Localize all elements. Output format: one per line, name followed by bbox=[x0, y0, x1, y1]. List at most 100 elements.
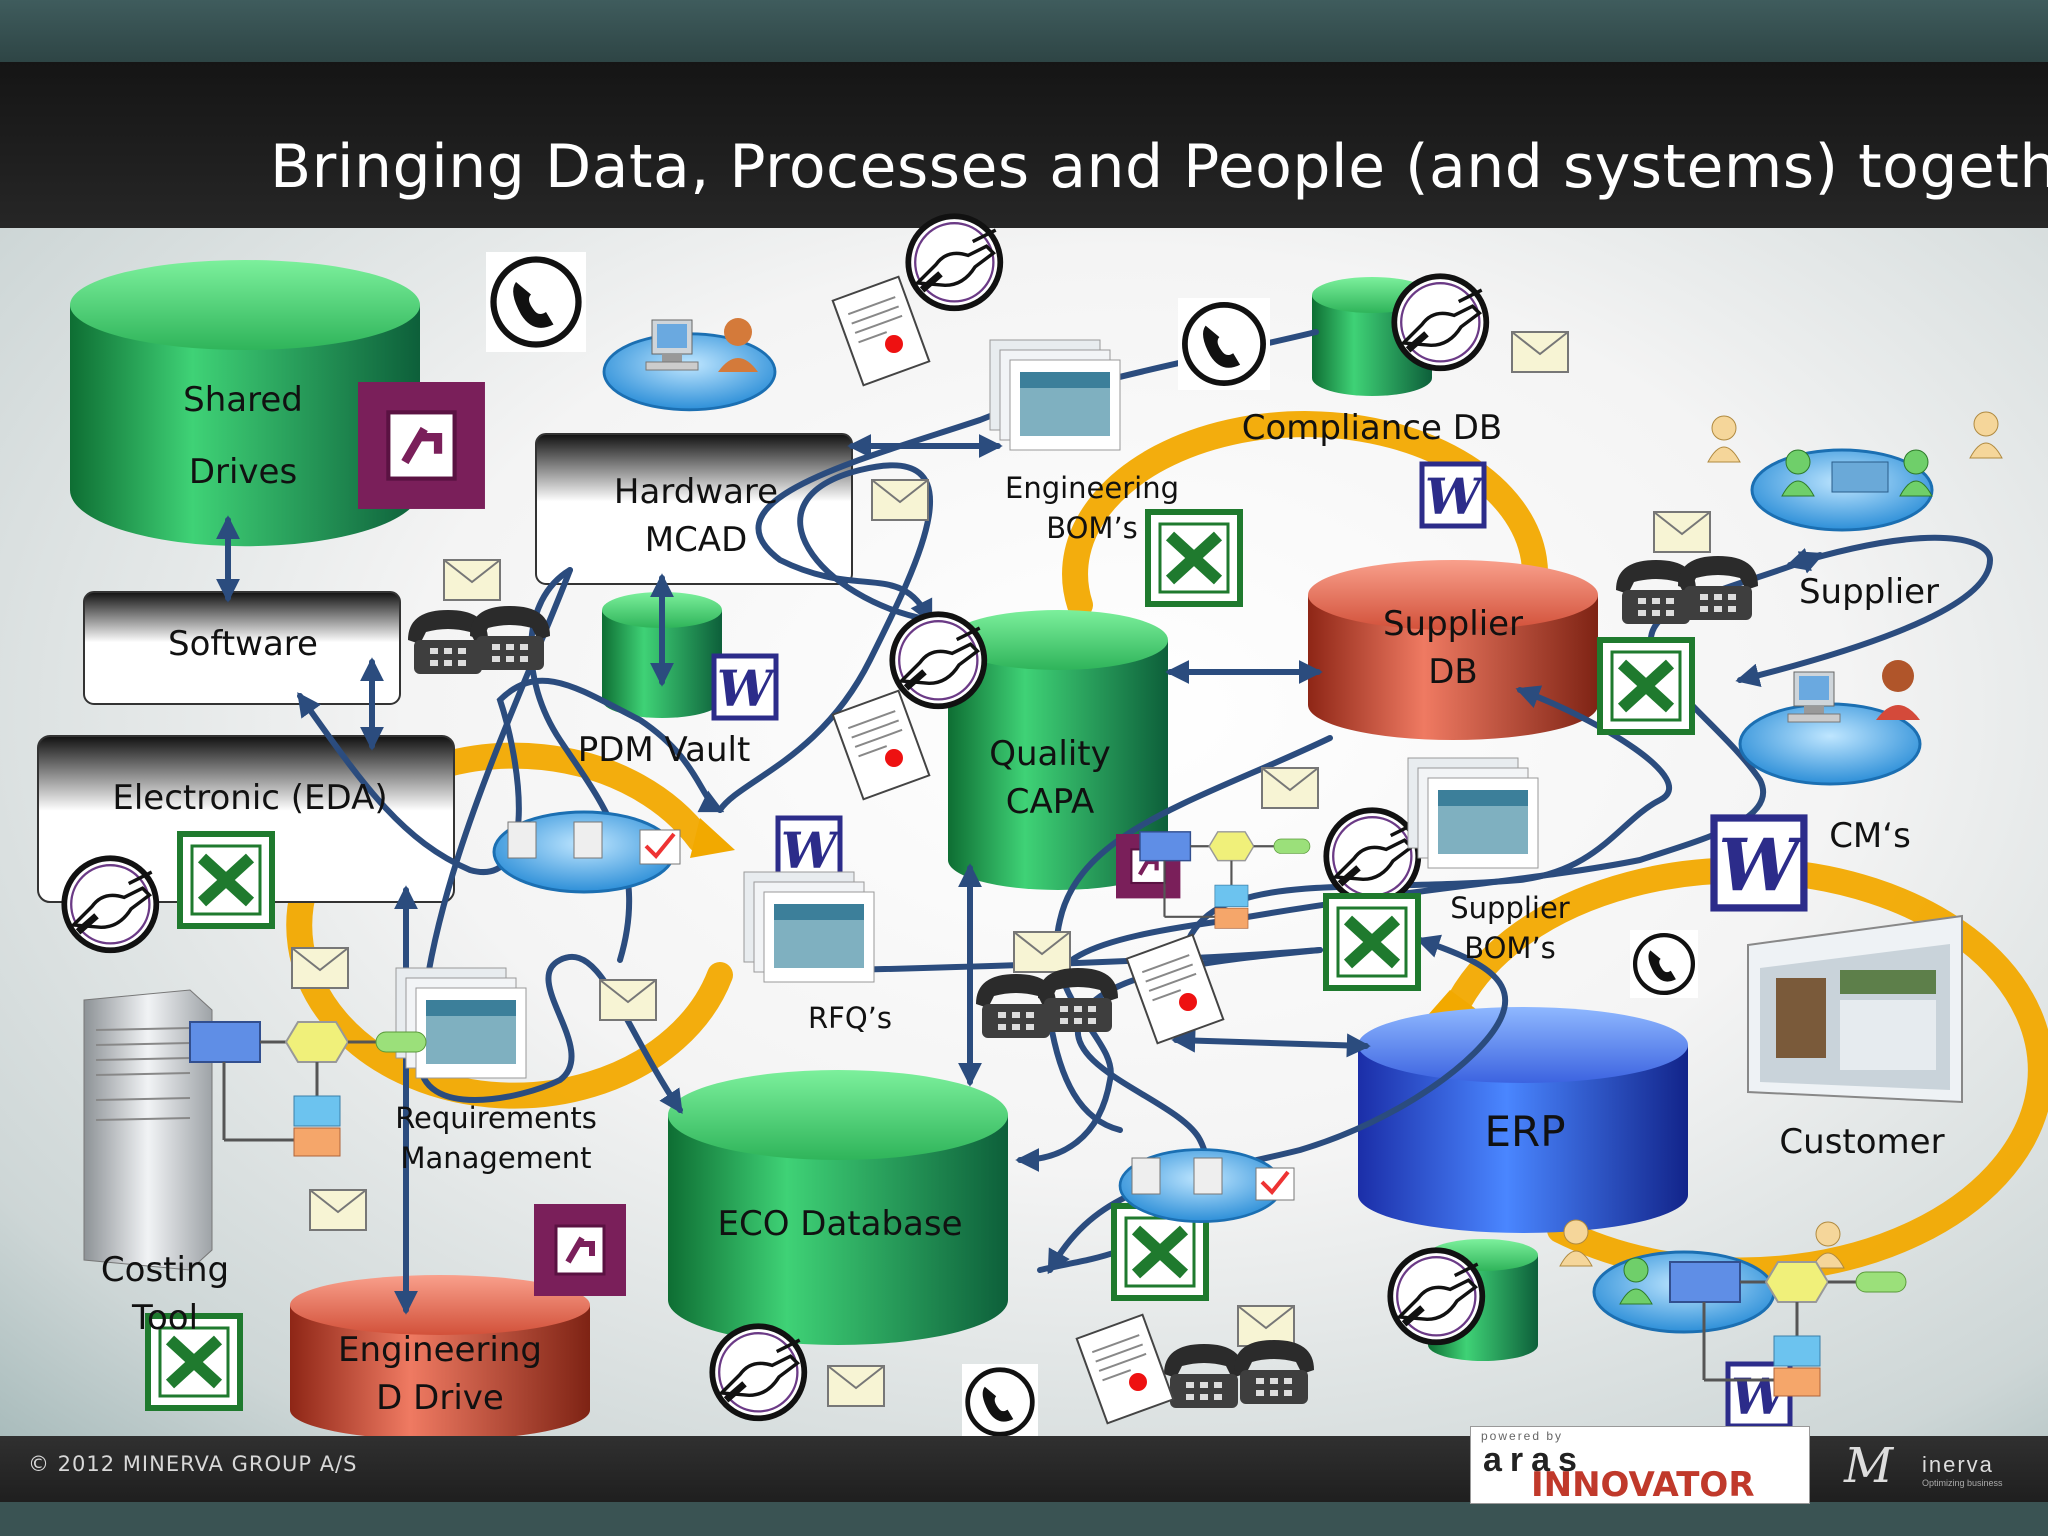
envelope-icon bbox=[1511, 331, 1569, 373]
engineering-boms-label: BOM’s bbox=[1046, 511, 1138, 545]
supplier-label: Supplier bbox=[1798, 572, 1940, 612]
workflow-icon bbox=[1668, 1260, 1908, 1398]
supplier-db-label: DB bbox=[1428, 652, 1478, 692]
envelope-icon bbox=[443, 559, 501, 601]
shared-drives-label: Shared bbox=[183, 380, 303, 420]
signed-document-icon bbox=[831, 689, 931, 801]
requirements-management-label: Management bbox=[400, 1141, 592, 1175]
excel-icon bbox=[1600, 640, 1692, 732]
envelope-icon bbox=[871, 479, 929, 521]
signed-document-icon bbox=[1075, 1313, 1175, 1425]
signing-hand-icon bbox=[892, 614, 984, 706]
envelope-icon bbox=[827, 1365, 885, 1407]
minerva-mark: M bbox=[1844, 1438, 1894, 1494]
workflow-plate-icon bbox=[1118, 1148, 1295, 1223]
phone-icon bbox=[1178, 298, 1270, 390]
signed-document-icon bbox=[831, 275, 931, 387]
pdm-vault-label: PDM Vault bbox=[577, 730, 751, 770]
users-icon bbox=[1738, 660, 1922, 786]
erp-label: ERP bbox=[1484, 1107, 1566, 1156]
engineering-d-drive-label: Engineering bbox=[338, 1330, 542, 1370]
aras-name: aras bbox=[1483, 1441, 1585, 1479]
users-icon bbox=[1707, 411, 2003, 532]
customer-label: Customer bbox=[1779, 1122, 1945, 1162]
shared-drives-label: Drives bbox=[188, 452, 298, 492]
copyright-text: © 2012 MINERVA GROUP A/S bbox=[28, 1452, 358, 1476]
browser-screenshot-icon bbox=[1747, 914, 1963, 1104]
supplier-db-label: Supplier bbox=[1382, 604, 1524, 644]
supplier-boms-label: Supplier bbox=[1450, 891, 1570, 925]
aras-powered-by: powered by bbox=[1481, 1429, 1564, 1443]
hardware-mcad-box bbox=[535, 433, 853, 585]
hardware-mcad-label: Hardware bbox=[613, 472, 779, 512]
envelope-icon bbox=[1237, 1305, 1295, 1347]
slide-title: Bringing Data, Processes and People (and… bbox=[270, 132, 2048, 202]
fax-icon bbox=[1234, 1340, 1314, 1404]
aras-innovator-logo: powered by aras INNOVATOR bbox=[1470, 1426, 1810, 1505]
signing-hand-icon bbox=[1394, 276, 1486, 368]
bottom-bar bbox=[0, 1502, 2048, 1536]
quality-capa-label: Quality bbox=[989, 734, 1111, 774]
signed-document-icon bbox=[1125, 933, 1225, 1045]
users-icon bbox=[602, 318, 777, 412]
minerva-tagline: Optimizing business bbox=[1922, 1478, 2003, 1488]
envelope-icon bbox=[1013, 931, 1071, 973]
document-stack-icon bbox=[743, 871, 875, 983]
title-bar bbox=[0, 62, 2048, 228]
fax-icon bbox=[1678, 556, 1758, 620]
document-stack-icon bbox=[395, 967, 527, 1079]
signing-hand-icon bbox=[712, 1326, 804, 1418]
supplier-boms-label: BOM’s bbox=[1464, 931, 1556, 965]
costing-tool-label: Tool bbox=[131, 1298, 199, 1338]
costing-tool-label: Costing bbox=[100, 1250, 230, 1290]
shared-drives-db bbox=[70, 260, 420, 547]
server-icon bbox=[83, 989, 213, 1271]
excel-icon bbox=[180, 834, 272, 926]
requirements-management-label: Requirements bbox=[395, 1101, 597, 1135]
excel-icon bbox=[1326, 896, 1418, 988]
software-label: Software bbox=[168, 624, 318, 664]
engineering-boms-label: Engineering bbox=[1005, 471, 1179, 505]
signing-hand-icon bbox=[64, 858, 156, 950]
word-icon bbox=[1714, 818, 1806, 909]
fax-icon bbox=[1038, 968, 1118, 1032]
document-stack-icon bbox=[989, 339, 1121, 451]
minerva-logo: M inerva Optimizing business bbox=[1840, 1438, 2040, 1498]
signing-hand-icon bbox=[1326, 810, 1418, 902]
workflow-plate-icon bbox=[492, 810, 681, 894]
electronic-eda-label: Electronic (EDA) bbox=[112, 778, 388, 818]
envelope-icon bbox=[291, 947, 349, 989]
engineering-d-drive-db bbox=[290, 1275, 590, 1440]
hardware-mcad-label: MCAD bbox=[644, 520, 748, 560]
access-icon bbox=[358, 382, 485, 509]
envelope-icon bbox=[1261, 767, 1319, 809]
phone-icon bbox=[1630, 930, 1698, 998]
signing-hand-icon bbox=[1390, 1250, 1482, 1342]
signing-hand-icon bbox=[908, 216, 1000, 308]
quality-capa-label: CAPA bbox=[1005, 782, 1095, 822]
word-icon bbox=[714, 656, 778, 718]
minerva-name: inerva bbox=[1922, 1452, 1994, 1477]
envelope-icon bbox=[309, 1189, 367, 1231]
eco-database-db bbox=[668, 1070, 1008, 1345]
fax-icon bbox=[470, 606, 550, 670]
word-icon bbox=[778, 818, 842, 880]
fax-icon bbox=[1164, 1344, 1244, 1408]
access-icon bbox=[534, 1204, 626, 1296]
engineering-d-drive-label: D Drive bbox=[376, 1378, 504, 1418]
quality-capa-db bbox=[948, 610, 1168, 890]
phone-icon bbox=[486, 252, 586, 352]
envelope-icon bbox=[599, 979, 657, 1021]
aras-product: INNOVATOR bbox=[1531, 1465, 1755, 1505]
phone-icon bbox=[962, 1364, 1038, 1440]
document-stack-icon bbox=[1407, 757, 1539, 869]
compliance-db-label: Compliance DB bbox=[1241, 408, 1503, 448]
eco-database-label: ECO Database bbox=[717, 1204, 963, 1244]
top-bar bbox=[0, 0, 2048, 62]
envelope-icon bbox=[1653, 511, 1711, 553]
software-box bbox=[83, 591, 401, 705]
rfqs-label: RFQ’s bbox=[808, 1001, 892, 1035]
word-icon bbox=[1422, 464, 1486, 526]
